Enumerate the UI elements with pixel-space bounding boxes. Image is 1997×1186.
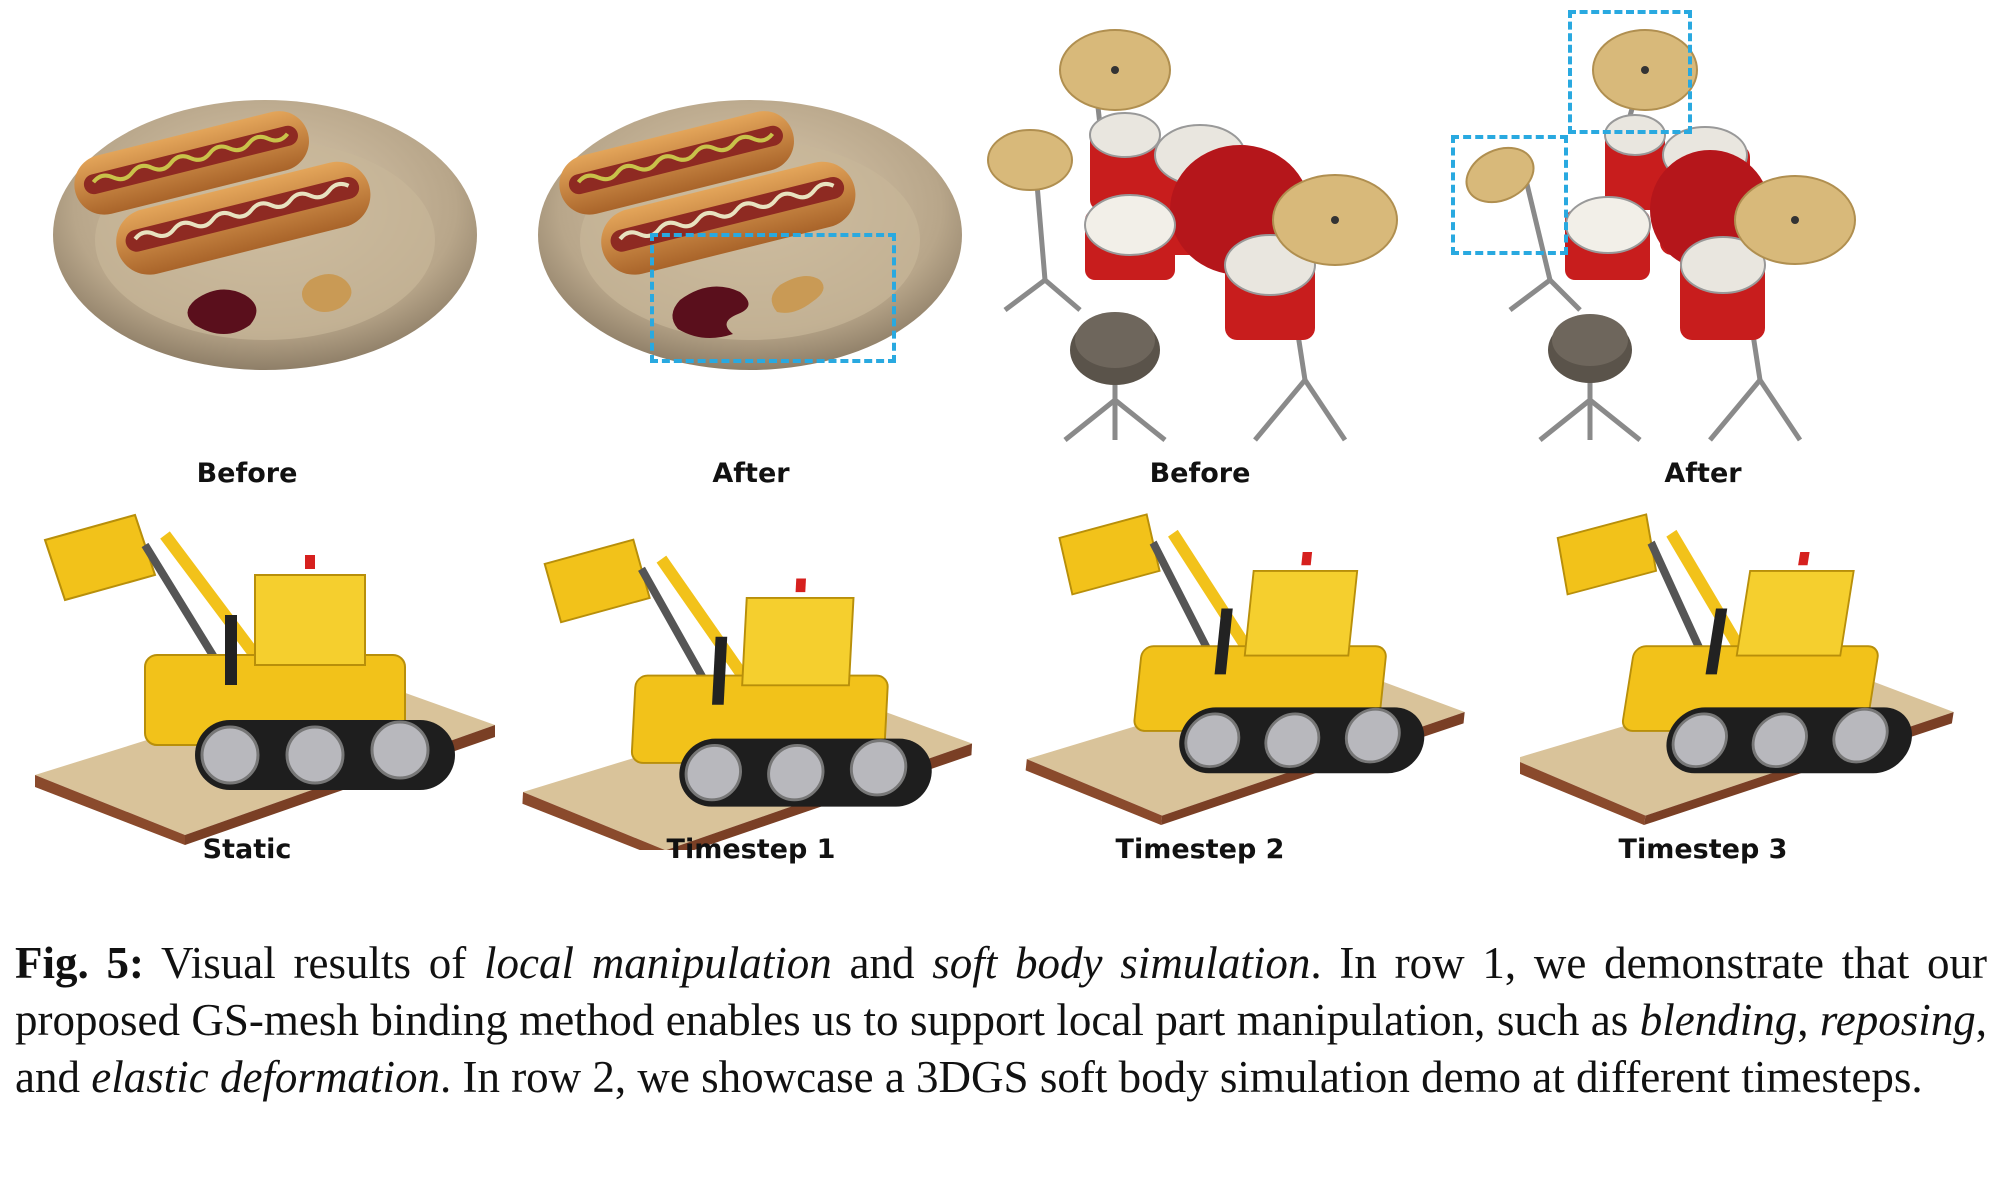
label-timestep-1: Timestep 1	[666, 834, 836, 865]
caption-text-3: . In row 1, we demonstrate that our prop…	[15, 938, 1988, 1045]
caption-emph-reposing: reposing	[1819, 995, 1976, 1045]
caption-text-4: ,	[1797, 995, 1820, 1045]
drum-kit-after-image	[1440, 20, 1860, 470]
caption-text-6: . In row 2, we showcase a 3DGS soft body…	[439, 1052, 1923, 1102]
bulldozer-timestep-3-image	[1520, 505, 1980, 825]
caption-emph-blending: blending	[1639, 995, 1798, 1045]
caption-text-2: and	[831, 938, 933, 988]
caption-text-5: , and	[15, 995, 1988, 1102]
label-timestep-2: Timestep 2	[1115, 834, 1285, 865]
label-timestep-3: Timestep 3	[1618, 834, 1788, 865]
blending-highlight-box	[650, 233, 896, 363]
label-static: Static	[202, 834, 292, 865]
figure-caption: Fig. 5: Visual results of local manipula…	[15, 935, 1987, 1106]
reposing-highlight-box-top	[1568, 10, 1692, 134]
drum-kit-before-image	[985, 20, 1405, 470]
label-drum-before: Before	[1149, 458, 1251, 489]
figure-number: Fig. 5:	[15, 938, 144, 988]
label-hotdog-before: Before	[196, 458, 298, 489]
caption-emph-soft-body: soft body simulation	[932, 938, 1311, 988]
caption-text-1: Visual results of	[144, 938, 485, 988]
hotdog-plate-after-image	[530, 85, 970, 375]
label-hotdog-after: After	[712, 458, 790, 489]
label-drum-after: After	[1664, 458, 1742, 489]
bulldozer-timestep-1-image	[520, 520, 1000, 850]
bulldozer-timestep-2-image	[1025, 505, 1495, 825]
bulldozer-static-image	[25, 505, 505, 845]
reposing-highlight-box-left	[1451, 135, 1568, 255]
caption-emph-local-manipulation: local manipulation	[484, 938, 832, 988]
caption-emph-elastic-deformation: elastic deformation	[91, 1052, 440, 1102]
hotdog-plate-before-image	[45, 85, 485, 375]
